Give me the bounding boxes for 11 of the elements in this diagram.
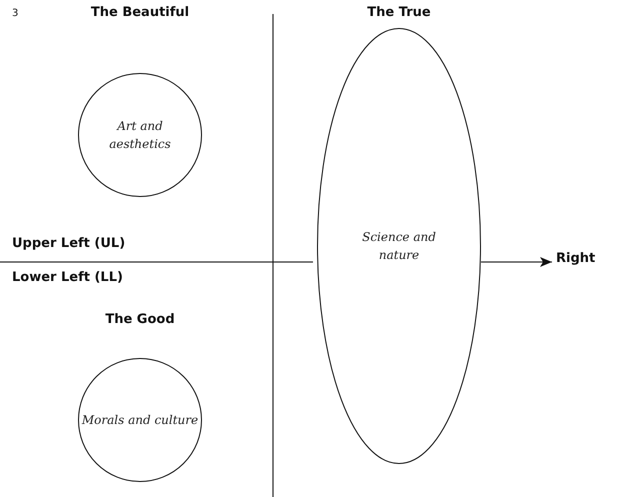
axis-label: Right	[556, 251, 596, 266]
arrow	[480, 257, 552, 267]
description-text: Morals and culture	[81, 412, 199, 429]
quadrant-heading: The Beautiful	[90, 5, 190, 20]
description-text: Art and aesthetics	[108, 118, 172, 153]
figure-number: 3	[12, 8, 18, 19]
quadrant-label: Lower Left (LL)	[12, 270, 123, 285]
description-text: Science and nature	[361, 229, 437, 264]
quadrant-heading: The True	[367, 5, 431, 20]
quadrant-label: Upper Left (UL)	[12, 236, 126, 251]
quadrant-heading: The Good	[105, 312, 175, 327]
